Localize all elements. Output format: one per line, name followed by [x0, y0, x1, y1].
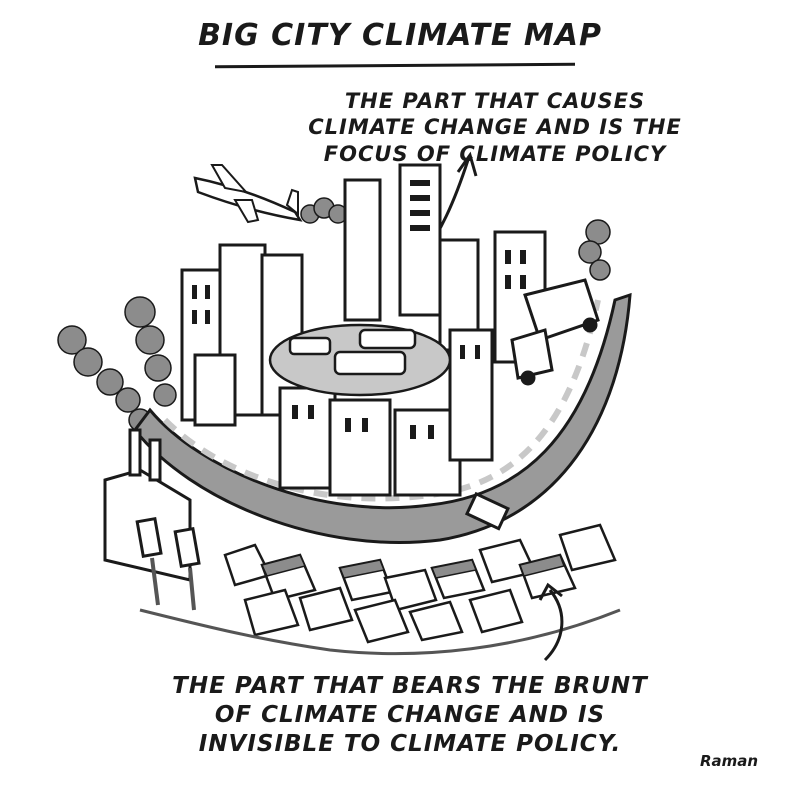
caption-top: THE PART THAT CAUSES CLIMATE CHANGE AND …: [308, 89, 682, 166]
city-road-bowl: [133, 292, 632, 544]
flood-water: [139, 608, 621, 656]
skyscrapers: [180, 163, 547, 497]
drain-pipes: [135, 491, 510, 569]
plane-exhaust-cloud: [300, 197, 348, 224]
slum-roof-shading: [260, 554, 565, 579]
artist-signature: Raman: [700, 752, 759, 770]
drain-water: [150, 557, 196, 611]
bottom-arrow: [543, 589, 564, 662]
cartoon-title: BIG CITY CLIMATE MAP: [198, 18, 602, 53]
building-windows: [192, 180, 526, 439]
airplane-icon: [193, 164, 303, 224]
truck-icon: [510, 278, 600, 386]
bottom-arrow-head: [538, 582, 563, 601]
smoke-plume-right: [578, 219, 611, 281]
slum-houses: [223, 523, 617, 644]
city-road-inner: [162, 299, 601, 502]
caption-bottom: THE PART THAT BEARS THE BRUNT OF CLIMATE…: [172, 673, 648, 757]
smoke-plume-left: [57, 296, 177, 432]
top-arrow-head: [456, 151, 478, 177]
cars: [288, 328, 417, 376]
